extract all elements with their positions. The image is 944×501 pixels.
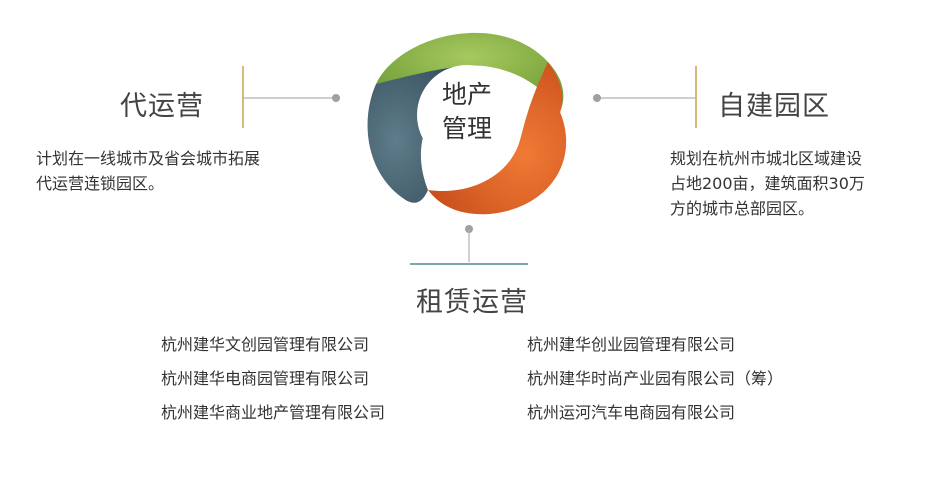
company-item: 杭州建华时尚产业园有限公司（筹） bbox=[527, 369, 784, 388]
company-item: 杭州建华文创园管理有限公司 bbox=[161, 335, 370, 354]
right-desc-line2: 占地200亩，建筑面积30万 bbox=[670, 174, 865, 193]
right-title: 自建园区 bbox=[718, 91, 830, 122]
bottom-connector bbox=[410, 225, 528, 265]
center-label: 地产 管理 bbox=[435, 78, 499, 146]
center-label-line2: 管理 bbox=[441, 114, 492, 143]
company-list-right: 杭州建华创业园管理有限公司 杭州建华时尚产业园有限公司（筹） 杭州运河汽车电商园… bbox=[527, 328, 867, 430]
center-label-line1: 地产 bbox=[441, 80, 492, 109]
left-connector bbox=[242, 66, 340, 128]
left-description: 计划在一线城市及省会城市拓展 代运营连锁园区。 bbox=[36, 146, 316, 196]
right-desc-line3: 方的城市总部园区。 bbox=[670, 199, 815, 218]
segment-orange bbox=[428, 62, 567, 215]
company-list-left: 杭州建华文创园管理有限公司 杭州建华电商园管理有限公司 杭州建华商业地产管理有限… bbox=[161, 328, 501, 430]
segment-green bbox=[376, 32, 564, 113]
company-item: 杭州运河汽车电商园有限公司 bbox=[527, 403, 736, 422]
right-desc-line1: 规划在杭州市城北区域建设 bbox=[670, 149, 863, 168]
left-desc-line1: 计划在一线城市及省会城市拓展 bbox=[36, 149, 261, 168]
left-desc-line2: 代运营连锁园区。 bbox=[36, 174, 165, 193]
company-item: 杭州建华电商园管理有限公司 bbox=[161, 369, 370, 388]
bottom-title: 租赁运营 bbox=[416, 287, 528, 318]
right-description: 规划在杭州市城北区域建设 占地200亩，建筑面积30万 方的城市总部园区。 bbox=[670, 146, 920, 221]
right-connector bbox=[593, 66, 697, 128]
company-item: 杭州建华商业地产管理有限公司 bbox=[161, 403, 386, 422]
center-disc bbox=[417, 65, 517, 165]
company-item: 杭州建华创业园管理有限公司 bbox=[527, 335, 736, 354]
left-title: 代运营 bbox=[120, 91, 204, 122]
